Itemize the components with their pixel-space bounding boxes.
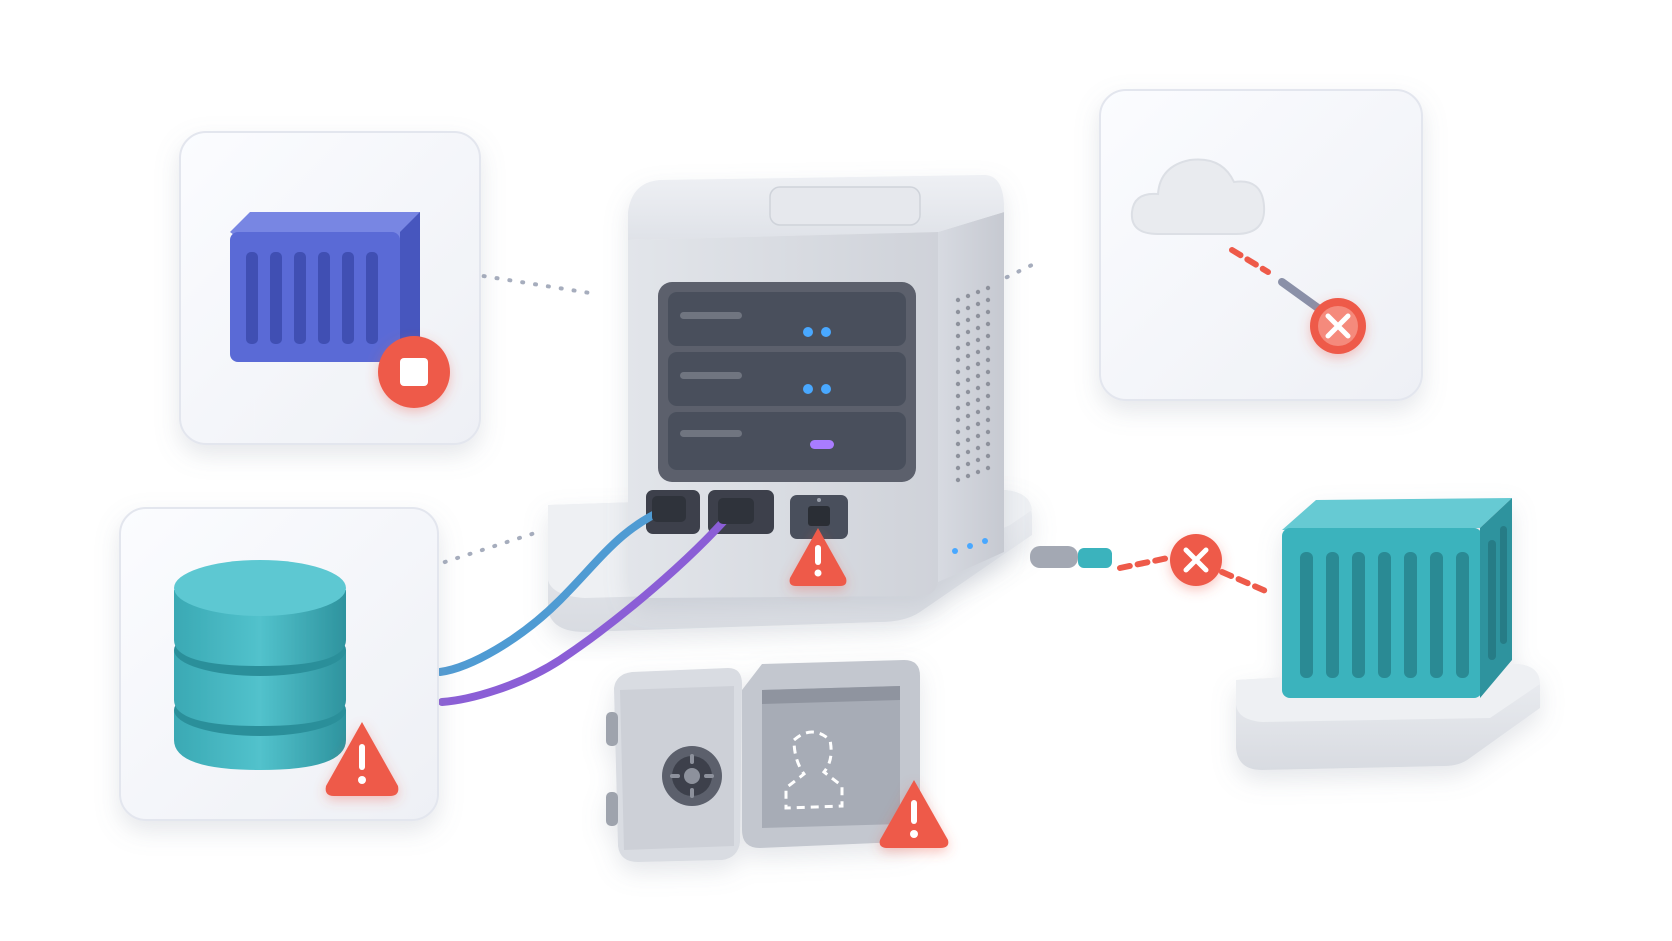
container-icon [1282,498,1512,698]
server-icon[interactable] [628,175,1005,598]
drive-bay-3[interactable] [668,412,906,470]
status-led [810,440,834,449]
cloud-disconnected-card[interactable] [1099,89,1423,401]
status-led [821,327,831,337]
cable-purple [438,508,736,706]
power-cables [436,496,754,706]
database-icon [174,560,346,770]
database-warning-icon[interactable] [325,722,399,796]
vault-icon[interactable] [606,660,920,862]
side-led [952,548,958,554]
drive-bay-1[interactable] [668,292,906,346]
side-led [967,543,973,549]
container-stopped-card[interactable] [179,131,481,445]
vault-dial[interactable] [662,746,722,806]
drive-bay-2[interactable] [668,352,906,406]
side-led [982,538,988,544]
status-led [821,384,831,394]
vent-grille [955,285,991,483]
broken-connector [1030,546,1271,595]
link-server-to-container [456,270,592,295]
container-icon [230,212,420,362]
server-warning-icon[interactable] [789,528,847,586]
status-led [803,384,813,394]
broken-link [1229,247,1322,312]
container-teal-unit[interactable] [1236,498,1540,770]
database-card[interactable] [119,507,439,821]
vault-warning-icon[interactable] [879,780,949,848]
stop-icon[interactable] [378,336,450,408]
status-led [803,327,813,337]
cloud-icon [1130,158,1266,235]
link-error-x-icon[interactable] [1170,534,1222,586]
error-x-icon[interactable] [1310,298,1366,354]
cable-blue [436,504,672,676]
